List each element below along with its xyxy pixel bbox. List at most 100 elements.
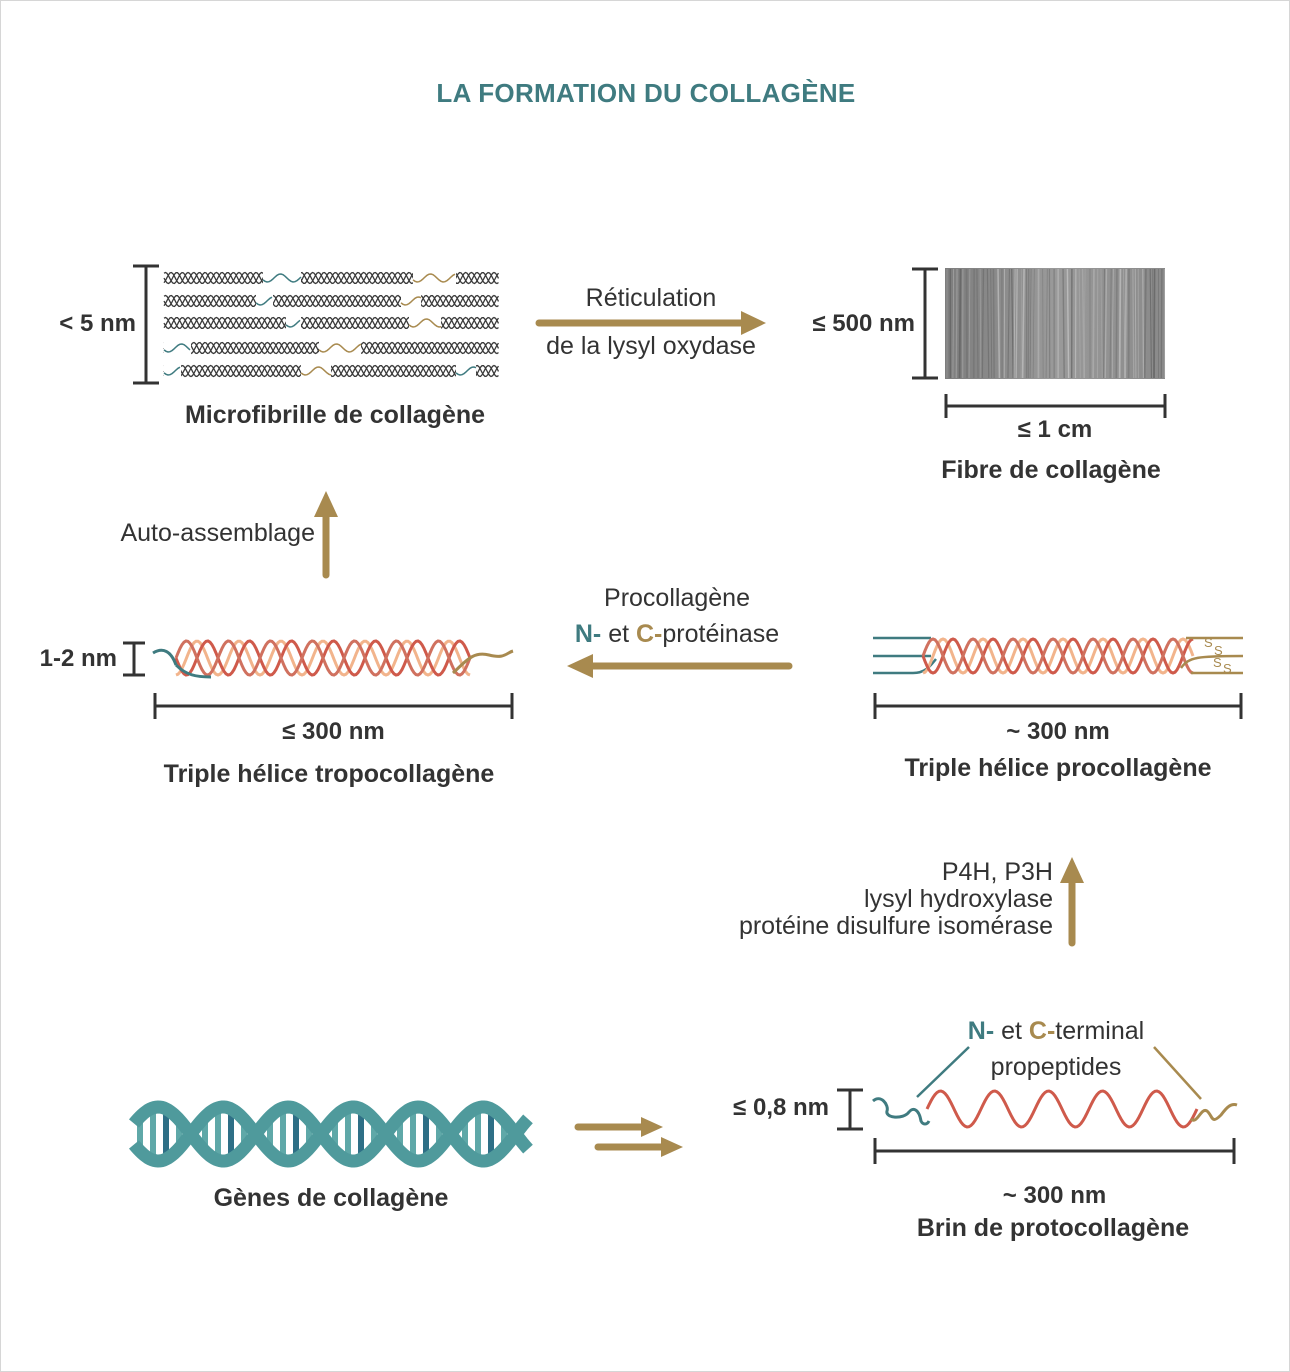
microfibril-gap <box>409 315 441 331</box>
self-assembly-arrow <box>314 491 338 579</box>
fiber-striation <box>1142 268 1145 379</box>
microfibril-strand <box>163 294 499 308</box>
fiber-striation <box>1092 268 1095 379</box>
fiber-striation <box>1124 268 1128 379</box>
fiber-width-bracket <box>944 394 1167 418</box>
protocollagen-height-bracket <box>837 1088 863 1131</box>
disulfide-s1: S <box>1204 635 1213 650</box>
tropocollagen-length-label: ≤ 300 nm <box>282 718 385 745</box>
propeptides-label: propeptides <box>990 1053 1122 1081</box>
fiber-striation <box>1020 268 1023 379</box>
fiber-striation <box>1021 268 1025 379</box>
tropocollagen-length-bracket <box>153 693 514 719</box>
fiber-striation <box>1143 268 1147 379</box>
procollagen-illustration <box>873 636 1244 675</box>
fiber-width-label: ≤ 1 cm <box>1017 416 1093 443</box>
fiber-striation <box>1103 268 1105 379</box>
microfibril-gap-strand <box>455 366 477 376</box>
microfibril-gap-strand <box>318 343 362 353</box>
microfibril-gap-strand <box>163 343 191 353</box>
microfibril-gap <box>256 293 273 309</box>
fiber-striation <box>997 268 1001 379</box>
fiber-striation <box>1081 268 1085 379</box>
fiber-label: Fibre de collagène <box>941 456 1161 484</box>
proteinase-label-line2: N- et C-protéinase <box>537 620 817 649</box>
microfibril-illustration <box>163 270 500 379</box>
proteinase-arrow <box>567 654 793 678</box>
microfibril-gap-strand <box>163 366 181 376</box>
genes-label: Gènes de collagène <box>213 1184 449 1212</box>
terminal-n-prefix: N- <box>967 1017 995 1045</box>
microfibril-gap <box>164 363 181 379</box>
microfibril-strand <box>163 316 499 330</box>
tropocollagen-height-bracket <box>123 641 145 677</box>
fiber-striation <box>1032 268 1035 379</box>
disulfide-s4: S <box>1223 661 1232 676</box>
self-assembly-label: Auto-assemblage <box>120 519 315 547</box>
microfibril-gap-strand <box>285 319 301 328</box>
fiber-striation <box>976 268 979 379</box>
helix-strand-red <box>174 639 472 677</box>
microfibril-height-label: < 5 nm <box>59 310 136 337</box>
microfibril-strand <box>163 364 499 378</box>
reticulation-label-line1: Réticulation <box>585 284 717 312</box>
microfibril-strand <box>163 294 500 308</box>
helix-strand-red <box>921 637 1194 675</box>
fiber-striation <box>1160 268 1163 379</box>
fiber-striation <box>1115 268 1118 379</box>
microfibril-height-bracket <box>133 264 159 385</box>
terminal-c-prefix: C- <box>1028 1017 1056 1045</box>
tropocollagen-height-label: 1-2 nm <box>39 645 117 672</box>
microfibril-gap <box>263 270 301 286</box>
microfibril-strands <box>163 270 500 379</box>
microfibril-gap <box>286 315 301 331</box>
collagen-fiber-image <box>945 268 1166 379</box>
helix-strand-red <box>921 637 1194 675</box>
fiber-striation <box>965 268 968 379</box>
proteinase-label-line1: Procollagène <box>604 584 750 612</box>
protocollagen-strand <box>872 1046 1238 1129</box>
microfibril-gap-strand <box>408 318 442 328</box>
tropocollagen-illustration <box>152 639 514 679</box>
fiber-striation <box>1015 268 1018 379</box>
fiber-striation <box>1013 268 1016 379</box>
enzymes-label-line3: protéine disulfure isomérase <box>738 912 1053 940</box>
tropocollagen-label: Triple hélice tropocollagène <box>163 760 495 788</box>
proteinase-suffix: protéinase <box>662 620 780 648</box>
fiber-striation <box>986 268 990 379</box>
fiber-striation <box>1132 268 1135 379</box>
fiber-striation <box>1149 268 1152 379</box>
disulfide-s2: S <box>1214 643 1223 658</box>
protocollagen-length-label: ~ 300 nm <box>1002 1182 1107 1209</box>
microfibril-strand <box>163 364 500 378</box>
transcription-arrows <box>574 1117 683 1157</box>
microfibril-gap <box>301 363 331 379</box>
diagram-title: LA FORMATION DU COLLAGÈNE <box>436 78 856 108</box>
dna-double-helix <box>129 1100 533 1168</box>
fiber-striation <box>990 268 993 379</box>
fiber-striation <box>1104 268 1108 379</box>
microfibril-label: Microfibrille de collagène <box>184 401 486 429</box>
protocollagen-length-bracket <box>873 1138 1236 1164</box>
fiber-striation <box>1007 268 1010 379</box>
et-word: et <box>601 620 636 648</box>
fiber-height-bracket <box>912 267 938 380</box>
fiber-striation <box>992 268 995 379</box>
procollagen-length-label: ~ 300 nm <box>1006 718 1110 745</box>
procollagen-length-bracket <box>873 693 1243 719</box>
protocollagen-height-label: ≤ 0,8 nm <box>733 1094 829 1121</box>
terminal-label-line1: N- et C-terminal <box>921 1017 1191 1046</box>
microfibril-gap-strand <box>262 273 302 283</box>
terminal-suffix: terminal <box>1055 1017 1145 1045</box>
fiber-striation <box>958 268 962 379</box>
fiber-striation <box>1045 268 1048 379</box>
disulfide-s3: S <box>1213 655 1222 670</box>
fiber-striation <box>1029 268 1032 379</box>
fiber-height-label: ≤ 500 nm <box>812 310 915 337</box>
terminal-et-word: et <box>994 1017 1029 1045</box>
fiber-striation <box>1062 268 1065 379</box>
fiber-striation <box>1078 268 1081 379</box>
microfibril-strand <box>163 316 500 330</box>
